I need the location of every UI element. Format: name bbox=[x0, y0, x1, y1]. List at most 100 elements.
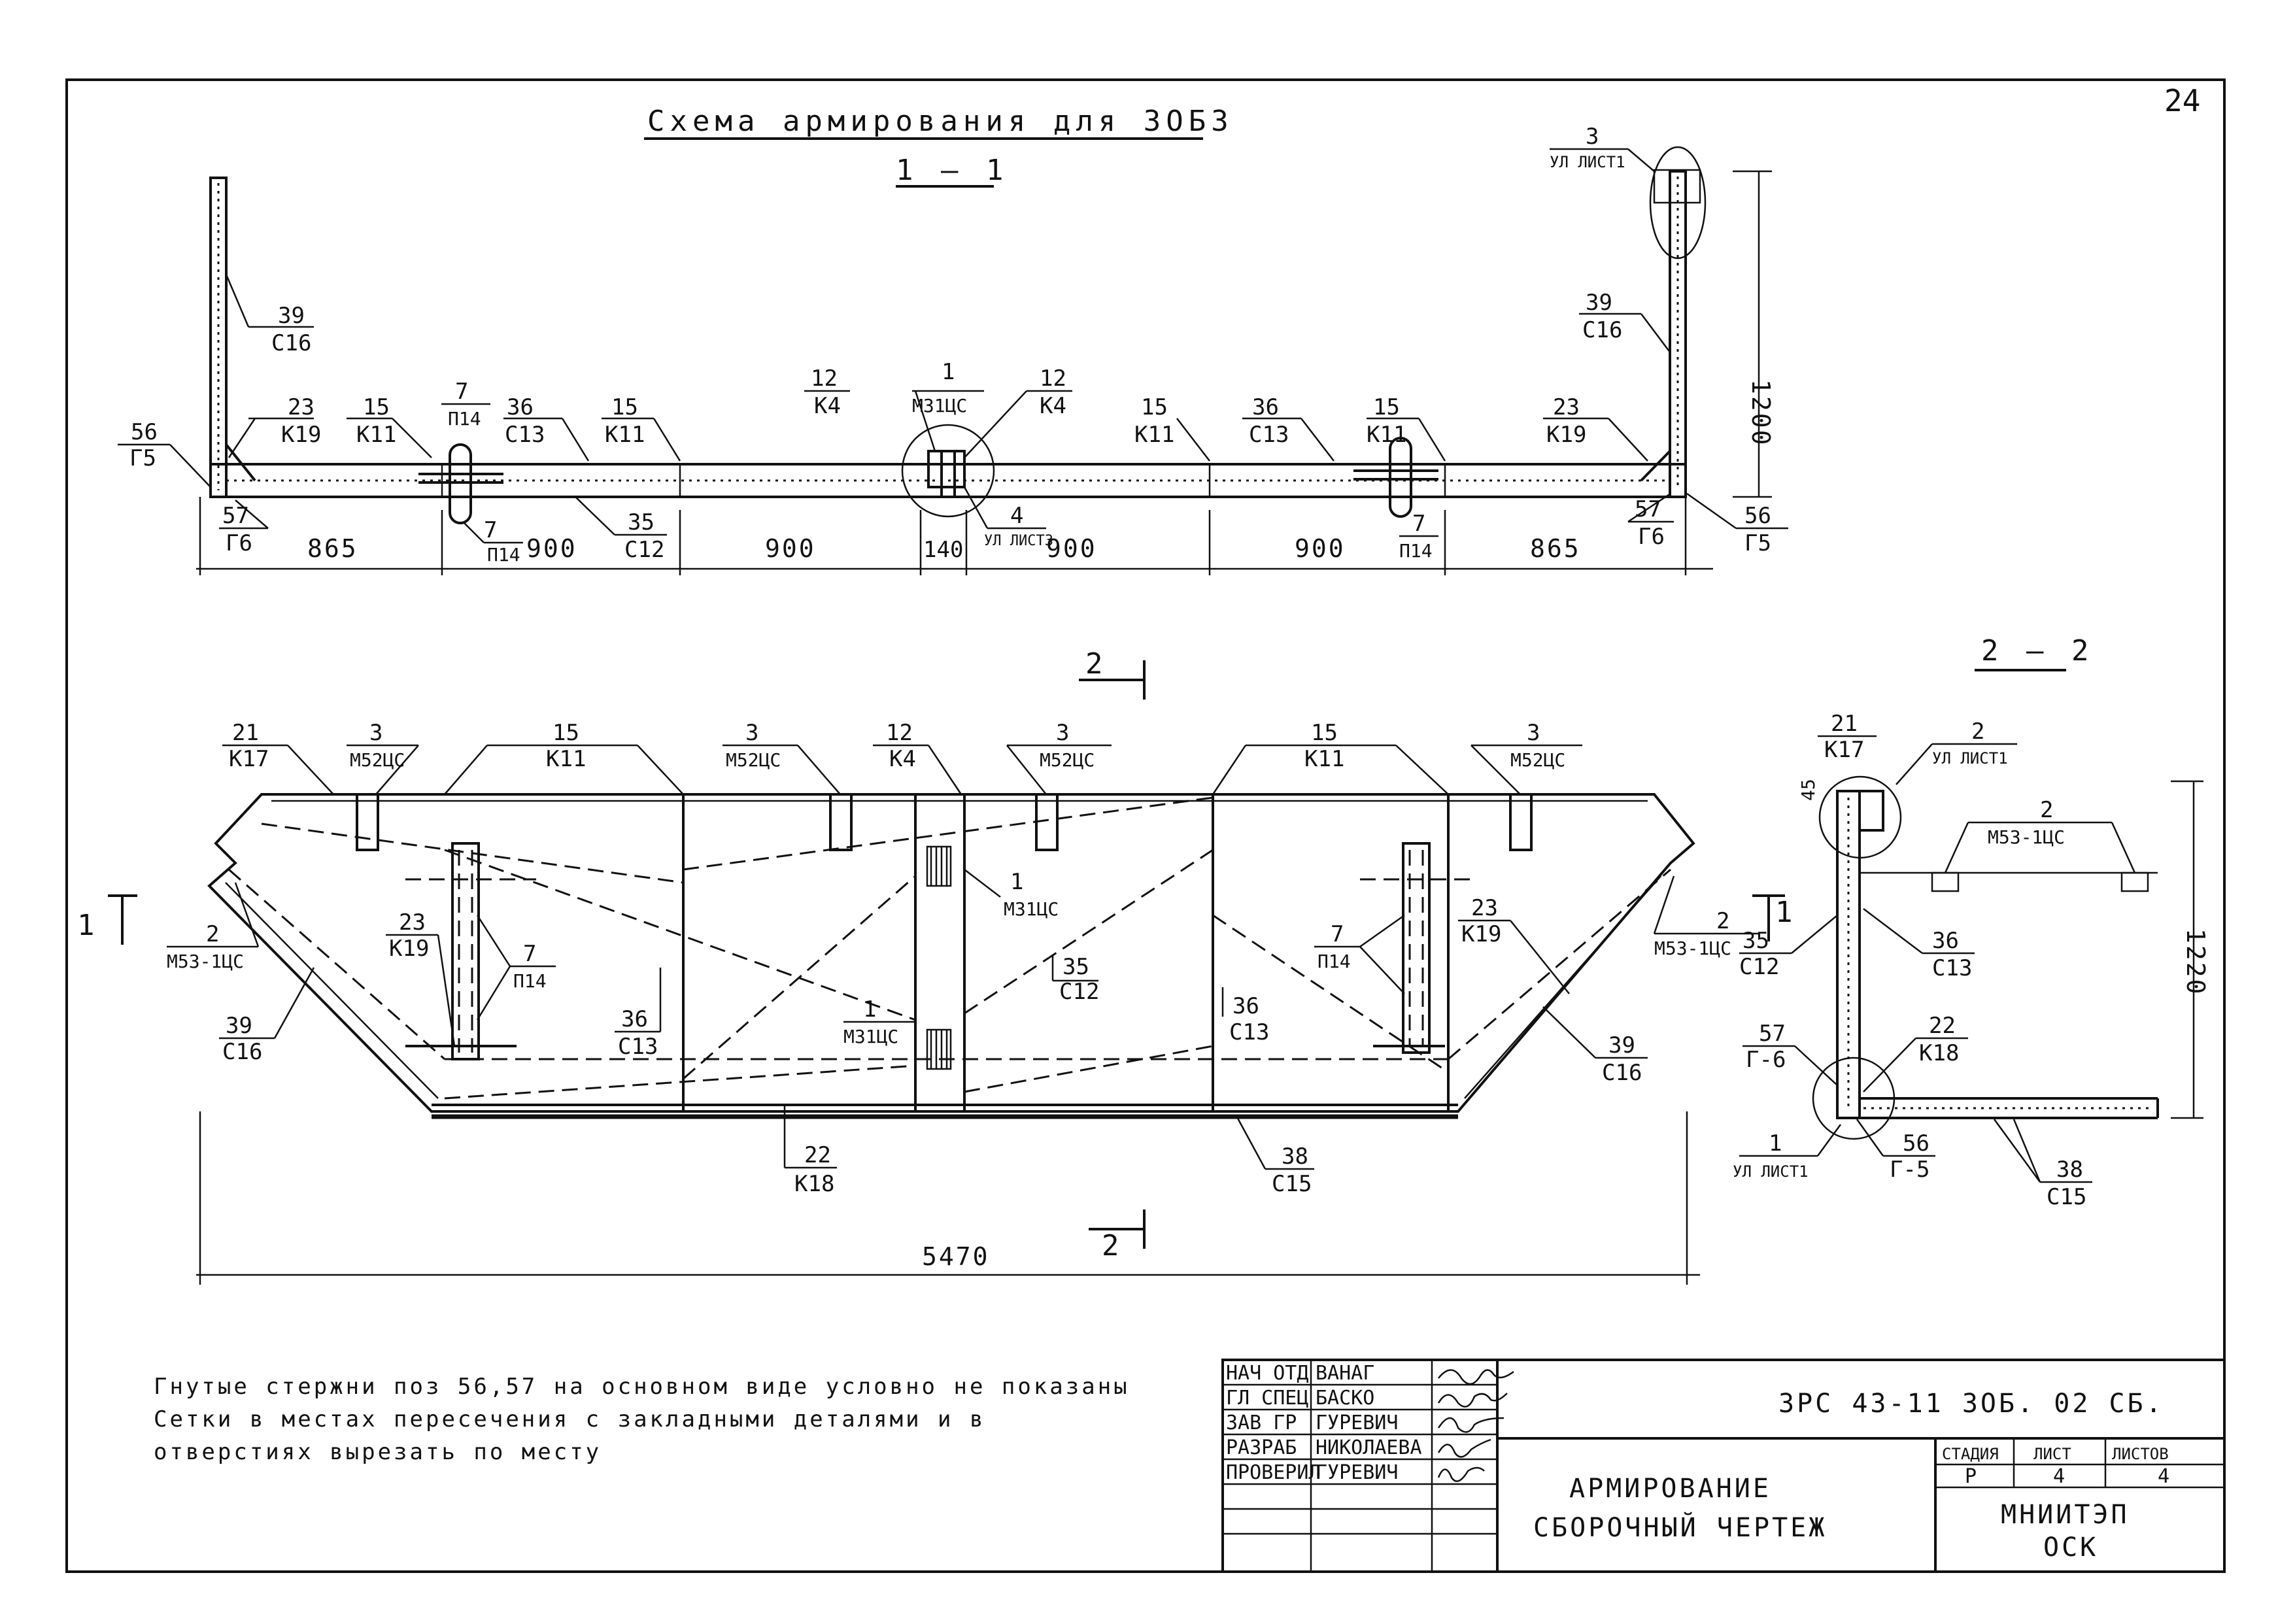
tb-doc-title-1: АРМИРОВАНИЕ bbox=[1569, 1474, 1771, 1504]
lbl-k19b: К19 bbox=[1546, 422, 1586, 448]
plan-lbl-k19-left: К19 bbox=[389, 936, 429, 962]
tb-stage-header: СТАДИЯ bbox=[1942, 1445, 1999, 1463]
s22-lbl-m53: М53-1ЦС bbox=[1988, 826, 2065, 848]
notes: Гнутые стержни поз 56,57 на основном вид… bbox=[154, 1374, 1127, 1465]
lbl-15c: 15 bbox=[1141, 394, 1168, 420]
dim-5470: 5470 bbox=[922, 1242, 990, 1271]
plan-lbl-m31-bottom: М31ЦС bbox=[843, 1026, 898, 1047]
lbl-k11d: К11 bbox=[1367, 422, 1406, 448]
plan-lbl-c16-left: С16 bbox=[222, 1039, 262, 1065]
plan-lbl-1-bottom: 1 bbox=[863, 996, 876, 1023]
plan-lbl-k18: К18 bbox=[794, 1171, 834, 1197]
plan-lbl-c13-right: С13 bbox=[1229, 1019, 1269, 1045]
lbl-4: 4 bbox=[1010, 503, 1023, 529]
lbl-k4: К4 bbox=[814, 393, 841, 419]
tb-name-2: ГУРЕВИЧ bbox=[1316, 1412, 1398, 1434]
lbl-7c: 7 bbox=[1412, 511, 1425, 537]
plan-lbl-c16-right: С16 bbox=[1602, 1060, 1642, 1086]
dim-140: 140 bbox=[923, 537, 963, 563]
tb-name-0: ВАНАГ bbox=[1316, 1362, 1374, 1385]
signature-4 bbox=[1437, 1466, 1485, 1482]
s22-lbl-g5: Г-5 bbox=[1890, 1157, 1930, 1183]
plan-lbl-2-left: 2 bbox=[206, 921, 219, 947]
tb-role-3: РАЗРАБ bbox=[1226, 1436, 1297, 1459]
lbl-57: 57 bbox=[222, 503, 249, 529]
lbl-g5: Г5 bbox=[129, 445, 156, 471]
plan-lbl-15a: 15 bbox=[552, 720, 579, 746]
lbl-7: 7 bbox=[455, 379, 468, 405]
tb-sheets-header: ЛИСТОВ bbox=[2112, 1445, 2169, 1463]
lbl-36b: 36 bbox=[1252, 394, 1279, 420]
signature-1 bbox=[1437, 1393, 1508, 1408]
plan-lbl-c13-left: С13 bbox=[618, 1034, 658, 1060]
plan-lbl-15b: 15 bbox=[1311, 720, 1338, 746]
plan-lbl-m52a: М52ЦС bbox=[350, 749, 405, 771]
signature-0 bbox=[1438, 1369, 1514, 1385]
plan-lbl-21: 21 bbox=[232, 720, 259, 746]
tb-doc-code: 3РС 43-11 3ОБ. 02 СБ. bbox=[1778, 1389, 2164, 1419]
tb-sheet-header: ЛИСТ bbox=[2033, 1445, 2071, 1463]
lbl-56: 56 bbox=[131, 419, 158, 445]
plan-lbl-39-left: 39 bbox=[226, 1013, 252, 1039]
s22-lbl-ul1b: УЛ ЛИСТ1 bbox=[1733, 1162, 1809, 1181]
plan-lbl-22: 22 bbox=[804, 1142, 831, 1168]
lbl-15b: 15 bbox=[611, 394, 638, 420]
lbl-g6: Г6 bbox=[226, 530, 252, 556]
plan-lbl-m52b: М52ЦС bbox=[726, 749, 781, 771]
plan-lbl-p14-right: П14 bbox=[1318, 951, 1351, 972]
tb-sheets: 4 bbox=[2158, 1465, 2169, 1488]
lbl-c13: С13 bbox=[505, 422, 545, 448]
lbl-k11: К11 bbox=[356, 422, 396, 448]
lbl-c16b: С16 bbox=[1582, 317, 1622, 343]
dim-900-3: 900 bbox=[1046, 534, 1097, 563]
page-number: 24 bbox=[2164, 83, 2200, 118]
plan-lbl-7-left: 7 bbox=[523, 941, 536, 967]
lbl-ul3: УЛ ЛИСТ3 bbox=[984, 533, 1053, 549]
tb-role-2: ЗАВ ГР bbox=[1226, 1412, 1297, 1434]
tb-org-1: МНИИТЭП bbox=[2001, 1500, 2130, 1530]
plan-lbl-12: 12 bbox=[886, 720, 913, 746]
dim-900-4: 900 bbox=[1295, 534, 1346, 563]
section-1-1: 865 900 900 140 900 900 865 1200 39 С16 … bbox=[118, 124, 1788, 575]
plan-lbl-m52c: М52ЦС bbox=[1040, 749, 1095, 771]
lbl-35: 35 bbox=[628, 509, 654, 535]
dim-45: 45 bbox=[1797, 779, 1819, 801]
s22-lbl-1: 1 bbox=[1769, 1130, 1782, 1157]
lbl-23: 23 bbox=[288, 394, 314, 420]
m31-block-bottom bbox=[926, 1028, 952, 1070]
lbl-m31cs: М31ЦС bbox=[912, 395, 967, 416]
plan-lbl-k19-right: К19 bbox=[1461, 921, 1501, 947]
lbl-12: 12 bbox=[811, 365, 838, 392]
cut-marker-1-left: 1 bbox=[77, 909, 100, 942]
s22-lbl-ul1: УЛ ЛИСТ1 bbox=[1932, 749, 2008, 768]
section-2-2-title: 2 – 2 bbox=[1981, 634, 2094, 668]
section-2-2: 2 – 2 1220 45 21 К17 2 УЛ ЛИСТ1 2 М53-1Ц… bbox=[1733, 634, 2210, 1210]
plan-lbl-3c: 3 bbox=[1056, 720, 1069, 746]
plan-view: 5470 21 К17 3 М52ЦС 15 К11 3 М52ЦС 12 К4… bbox=[167, 720, 1759, 1285]
plan-lbl-3b: 3 bbox=[745, 720, 758, 746]
dim-900-1: 900 bbox=[526, 534, 577, 563]
tb-doc-title-2: СБОРОЧНЫЙ ЧЕРТЕЖ bbox=[1533, 1512, 1827, 1543]
lbl-3: 3 bbox=[1586, 124, 1599, 150]
plan-lbl-3d: 3 bbox=[1527, 720, 1540, 746]
s22-lbl-2: 2 bbox=[1971, 719, 1984, 745]
lbl-39b: 39 bbox=[1586, 290, 1612, 316]
lbl-p14b: П14 bbox=[487, 544, 520, 566]
cut-marker-2-bottom: 2 bbox=[1102, 1229, 1125, 1262]
m31-block-top bbox=[926, 845, 952, 887]
plan-lbl-k11a: К11 bbox=[546, 746, 586, 772]
dim-1200: 1200 bbox=[1746, 379, 1775, 447]
lbl-g6b: Г6 bbox=[1638, 524, 1665, 550]
tb-name-1: БАСКО bbox=[1316, 1387, 1374, 1410]
tb-role-4: ПРОВЕРИЛ bbox=[1226, 1461, 1321, 1484]
cut-marker-1-right: 1 bbox=[1775, 896, 1798, 929]
s22-lbl-g6: Г-6 bbox=[1746, 1047, 1786, 1073]
tb-name-3: НИКОЛАЕВА bbox=[1316, 1436, 1422, 1459]
lbl-g5b: Г5 bbox=[1744, 530, 1771, 556]
s22-lbl-k18: К18 bbox=[1919, 1040, 1959, 1066]
signature-2 bbox=[1437, 1417, 1504, 1433]
lbl-1: 1 bbox=[942, 359, 955, 385]
s22-lbl-57: 57 bbox=[1759, 1021, 1786, 1047]
lbl-7b: 7 bbox=[484, 517, 497, 543]
s22-lbl-c13: С13 bbox=[1932, 955, 1972, 981]
